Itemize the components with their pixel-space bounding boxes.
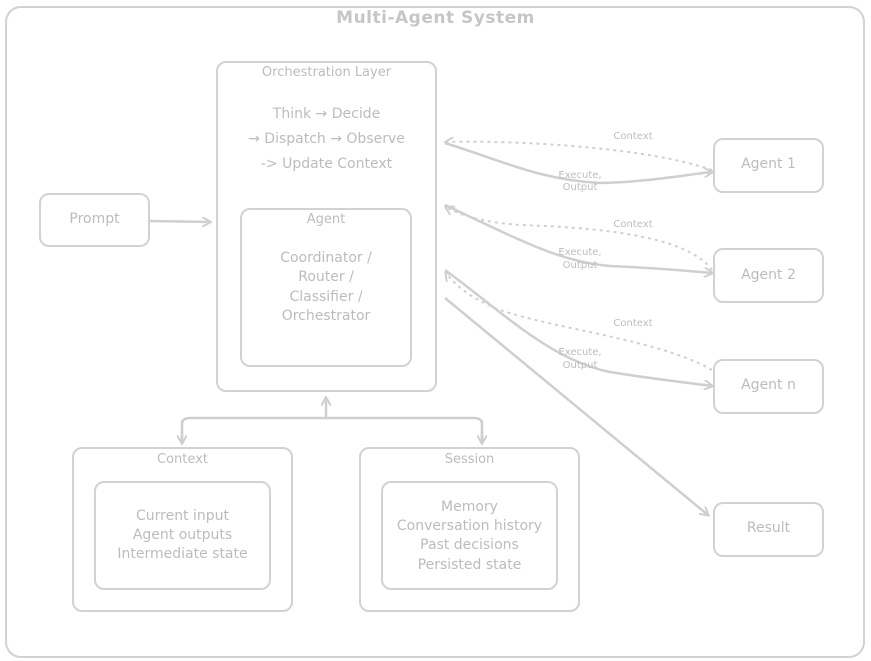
context-session-bracket bbox=[180, 416, 484, 443]
execute-arrow-agent-n bbox=[444, 268, 712, 386]
session-items-box bbox=[381, 481, 558, 590]
execute-arrow-agent-1 bbox=[444, 141, 712, 185]
session-panel-title: Session bbox=[444, 452, 495, 467]
context-item-1: Current input bbox=[135, 508, 230, 524]
prompt-node bbox=[39, 193, 150, 247]
agent-1-label: Agent 1 bbox=[741, 156, 796, 172]
orchestration-loop-line-2: → Dispatch → Observe bbox=[248, 131, 405, 147]
agent-n-node bbox=[713, 359, 824, 414]
execute-arrow-agent-2 bbox=[444, 203, 712, 273]
execute-label-agent-n-line1: Execute, bbox=[558, 347, 602, 358]
context-item-3: Intermediate state bbox=[117, 546, 248, 562]
prompt-to-orchestration-arrow bbox=[149, 221, 210, 222]
session-item-2: Conversation history bbox=[396, 518, 543, 534]
session-item-4: Persisted state bbox=[417, 557, 522, 573]
prompt-label: Prompt bbox=[69, 211, 120, 227]
system-frame bbox=[5, 6, 865, 658]
orchestration-loop-line-3: -> Update Context bbox=[260, 156, 393, 172]
agent-n-label: Agent n bbox=[741, 377, 796, 393]
context-label-agent-1: Context bbox=[613, 131, 653, 142]
agent-box bbox=[240, 208, 412, 367]
agent-2-node bbox=[713, 248, 824, 303]
agent-2-label: Agent 2 bbox=[741, 267, 796, 283]
agent-title: Agent bbox=[306, 212, 346, 227]
execute-label-agent-1-line2: Output bbox=[562, 182, 598, 193]
diagram-title: Multi-Agent System bbox=[336, 8, 535, 28]
context-arrow-agent-n bbox=[446, 273, 713, 371]
orchestration-title: Orchestration Layer bbox=[261, 65, 392, 80]
orchestration-loop-line-1: Think → Decide bbox=[272, 106, 381, 122]
context-items-box bbox=[94, 481, 271, 590]
execute-label-agent-2-line1: Execute, bbox=[558, 247, 602, 258]
orchestration-to-result-arrow bbox=[444, 297, 708, 515]
result-node bbox=[713, 502, 824, 557]
agent-1-node bbox=[713, 138, 824, 193]
agent-role-4: Orchestrator bbox=[281, 308, 371, 324]
session-item-3: Past decisions bbox=[420, 537, 519, 553]
context-label-agent-n: Context bbox=[613, 318, 653, 329]
context-arrow-agent-2 bbox=[446, 207, 713, 271]
agent-role-2: Router / bbox=[298, 269, 354, 285]
execute-label-agent-n-line2: Output bbox=[562, 360, 598, 371]
context-panel-title: Context bbox=[157, 452, 208, 467]
context-panel bbox=[72, 447, 293, 612]
agent-role-1: Coordinator / bbox=[280, 250, 372, 266]
session-panel bbox=[359, 447, 580, 612]
context-label-agent-2: Context bbox=[613, 219, 653, 230]
agent-role-3: Classifier / bbox=[289, 289, 363, 305]
session-item-1: Memory bbox=[441, 499, 498, 515]
execute-label-agent-1-line1: Execute, bbox=[558, 170, 602, 181]
result-label: Result bbox=[746, 520, 791, 536]
context-item-2: Agent outputs bbox=[132, 527, 233, 543]
execute-label-agent-2-line2: Output bbox=[562, 260, 598, 271]
orchestration-layer bbox=[216, 61, 437, 392]
